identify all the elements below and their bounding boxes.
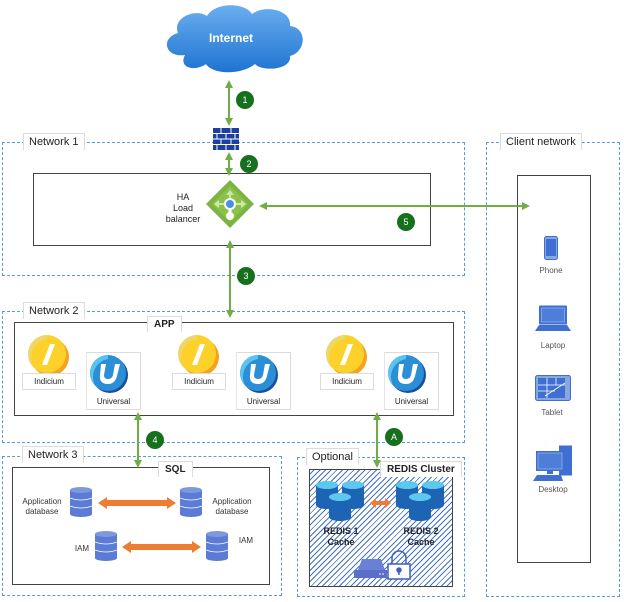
redis-1-label: REDIS 1 Cache [316, 526, 366, 548]
db-label-iam-left: IAM [74, 544, 90, 553]
client-network-label: Client network [500, 133, 582, 150]
connection-badge-3: 3 [237, 267, 255, 285]
indicium-icon [27, 335, 69, 376]
lb-line-1: HA [176, 192, 190, 202]
load-balancer-label: HA Load balancer [158, 192, 208, 225]
universal-icon [240, 355, 278, 393]
redis-2-line-2: Cache [407, 537, 435, 547]
universal-label-box: Universal [384, 352, 439, 410]
device-label-desktop: Desktop [538, 485, 568, 494]
connection-badge-1: 1 [236, 91, 254, 109]
db-label-iam-right: IAM [238, 536, 254, 545]
redis-1-line-1: REDIS 1 [323, 526, 359, 536]
device-label-tablet: Tablet [541, 408, 563, 417]
internet-label: Internet [208, 31, 253, 45]
connection-badge-2: 2 [240, 155, 258, 173]
optional-label: Optional [306, 448, 359, 465]
redis-2-line-1: REDIS 2 [403, 526, 439, 536]
connection-badge-A: A [385, 428, 403, 446]
phone-icon [544, 236, 558, 260]
sql-box [12, 467, 270, 585]
internet-cloud-icon [166, 5, 303, 73]
indicium-label: Indicium [34, 377, 64, 386]
network-2-label: Network 2 [23, 302, 85, 319]
indicium-label: Indicium [184, 377, 214, 386]
indicium-label-box: Indicium [22, 373, 76, 390]
redis-1-line-2: Cache [327, 537, 355, 547]
lb-line-3: balancer [165, 214, 201, 224]
optional-zone [297, 457, 465, 597]
network-3-zone [2, 456, 282, 596]
device-label-laptop: Laptop [540, 341, 566, 350]
universal-icon [388, 355, 426, 393]
network-1-label: Network 1 [23, 133, 85, 150]
redis-2-label: REDIS 2 Cache [396, 526, 446, 548]
app-title: APP [147, 316, 182, 332]
indicium-label-box: Indicium [320, 373, 374, 390]
indicium-icon [325, 335, 367, 376]
sql-title: SQL [158, 461, 193, 477]
universal-label-box: Universal [86, 352, 141, 410]
connection-badge-5: 5 [397, 213, 415, 231]
network-3-label: Network 3 [22, 446, 84, 463]
connection-badge-4: 4 [146, 431, 164, 449]
redis-cluster-title: REDIS Cluster [380, 461, 462, 477]
desktop-icon [533, 445, 572, 481]
indicium-label-box: Indicium [172, 373, 226, 390]
firewall-icon [213, 128, 239, 150]
universal-label: Universal [246, 397, 281, 406]
lb-line-2: Load [172, 203, 194, 213]
universal-label: Universal [96, 397, 131, 406]
tablet-icon [535, 375, 571, 401]
db-label-app-right: Application database [212, 497, 252, 516]
device-label-phone: Phone [539, 266, 563, 275]
universal-label: Universal [394, 397, 429, 406]
laptop-icon [535, 305, 571, 331]
db-label-app-left: Application database [22, 497, 62, 516]
universal-icon [90, 355, 128, 393]
client-devices-box [517, 175, 591, 563]
indicium-icon [177, 335, 219, 376]
universal-label-box: Universal [236, 352, 291, 410]
indicium-label: Indicium [332, 377, 362, 386]
load-balancer-icon [206, 180, 254, 228]
